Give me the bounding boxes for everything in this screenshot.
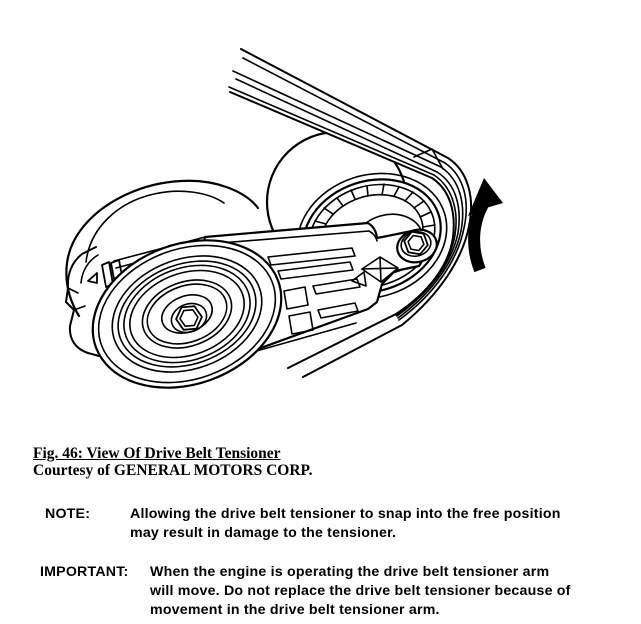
left-pulley [91,239,283,389]
important-line-3: movement in the drive belt tensioner arm… [150,602,440,618]
note-text: Allowing the drive belt tensioner to sna… [130,505,561,543]
rotation-arrow-icon [468,178,503,273]
figure-caption-block: Fig. 46: View Of Drive Belt Tensioner Co… [33,445,313,479]
note-line-2: may result in damage to the tensioner. [130,525,397,541]
figure-caption-courtesy: Courtesy of GENERAL MOTORS CORP. [33,461,313,479]
position-indicator [351,256,399,287]
note-line-1: Allowing the drive belt tensioner to sna… [130,506,561,522]
important-text: When the engine is operating the drive b… [150,563,571,620]
belt-ribs [228,57,468,321]
figure-caption-title: Fig. 46: View Of Drive Belt Tensioner [33,445,281,462]
pulley-bolt [170,302,208,334]
note-label: NOTE: [45,506,91,522]
arm-slots [267,247,361,335]
important-line-1: When the engine is operating the drive b… [150,564,550,580]
drive-belt-tensioner-diagram [65,48,503,389]
pivot-bolt [396,228,438,264]
mounting-bracket [65,246,124,357]
drive-belt [228,48,473,378]
important-label: IMPORTANT: [40,564,129,580]
important-line-2: will move. Do not replace the drive belt… [150,583,571,599]
